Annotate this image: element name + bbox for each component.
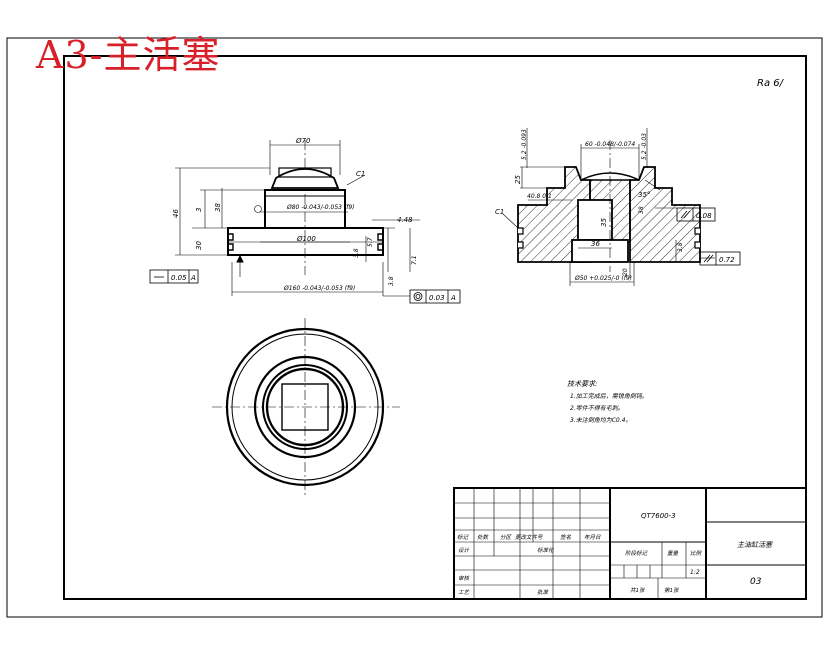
runout-value: 0.03 (429, 294, 445, 302)
front-gdt (149, 254, 461, 304)
sec-dim-angle: 35° (638, 191, 650, 199)
tb-weight: 重量 (667, 550, 679, 557)
tb-scale-value: 1:2 (690, 569, 700, 576)
tb-sheets-total: 共1张 (630, 587, 646, 594)
dim-v71: 7.1 (411, 255, 418, 265)
tb-mark: 标记 (457, 534, 469, 541)
dim-d80: Ø80 -0.043/-0.053 (f9) (286, 204, 355, 211)
runout-frame (409, 289, 461, 304)
tb-standardization: 标准化 (537, 547, 555, 554)
section-bottom-bore (571, 239, 629, 263)
top-inner-circle (265, 367, 345, 447)
notes-line-2: 2.零件不得有毛刺。 (570, 404, 624, 412)
dim-v38b: 3.8 (388, 276, 395, 286)
front-groove-left (228, 233, 234, 251)
sec-dim-c1: C1 (495, 208, 504, 216)
top-view (212, 318, 400, 496)
dim-d70: Ø70 (295, 137, 311, 145)
gdt-frame-1 (676, 207, 716, 222)
sec-dim-w35: 35 (600, 218, 608, 227)
top-outer-circle (225, 327, 385, 487)
tb-approve: 批准 (537, 589, 550, 596)
runout-datum: A (450, 294, 456, 302)
sheet-stamp: A3-主活塞 (36, 33, 221, 77)
tb-process: 工艺 (458, 589, 471, 596)
sec-dim-w36: 36 (591, 240, 600, 248)
tb-signature: 签名 (560, 534, 572, 541)
dim-c1-front: C1 (356, 170, 365, 178)
section-right-half (629, 166, 701, 263)
section-groove-left (518, 227, 524, 249)
dim-h46: 46 (172, 209, 180, 218)
sec-dim-v38: 3.8 (677, 242, 684, 252)
front-groove-right (377, 233, 383, 251)
tb-designer: 设计 (458, 547, 470, 554)
gdt2-value: 0.72 (719, 256, 735, 264)
datum-a-marker (254, 205, 262, 213)
tb-zone: 分区 (500, 534, 513, 541)
outer-sheet-border (6, 37, 823, 618)
top-hub-circle (262, 364, 348, 450)
dim-h38: 38 (214, 203, 222, 212)
top-mid-circle (253, 355, 357, 459)
tb-sheet-number: 03 (750, 577, 762, 587)
notes-title: 技术要求: (567, 380, 597, 388)
dim-h30: 30 (195, 241, 203, 250)
dim-v38a: 3.8 (353, 248, 360, 258)
tb-part-name: 主油缸活塞 (737, 541, 773, 549)
dim-w448: 4.48 (397, 216, 413, 224)
concentricity-icon (413, 292, 423, 301)
corner-roughness-symbol: Ra 6/ (757, 78, 785, 89)
tb-sheet-no: 第1张 (664, 587, 680, 594)
sec-dim-d60: 60 -0.048/-0.074 (585, 141, 635, 148)
section-view (517, 140, 701, 272)
cylindricity-icon-2 (703, 254, 714, 263)
tb-scale: 比例 (690, 550, 703, 557)
sec-dim-h25: 25 (514, 175, 522, 184)
tb-review: 审核 (458, 575, 471, 582)
title-block (453, 487, 807, 600)
front-view (227, 140, 384, 275)
top-outer-chamfer (231, 333, 379, 481)
dim-d160: Ø160 -0.043/-0.053 (f9) (283, 285, 355, 292)
flatness-value: 0.05 (171, 274, 187, 282)
tb-count: 处数 (477, 534, 490, 541)
dim-d100: Ø100 (296, 235, 316, 243)
top-square-bore (281, 383, 329, 431)
dim-h3: 3 (195, 208, 203, 212)
front-flange-160 (227, 227, 384, 256)
sec-dim-v20: 20 (622, 268, 629, 276)
cylindricity-icon-1 (680, 210, 691, 219)
gdt-frame-2 (699, 251, 741, 266)
notes-line-1: 1.加工完成后，需锐角倒钝。 (570, 392, 648, 400)
technical-notes: 技术要求: 1.加工完成后，需锐角倒钝。 2.零件不得有毛刺。 3.未注倒角均为… (567, 380, 648, 424)
sec-dim-t52b: 5.2 -0.03 (641, 133, 648, 160)
flatness-datum: A (190, 274, 196, 282)
flatness-frame (149, 269, 199, 284)
tb-change-doc: 更改文件号 (515, 534, 543, 541)
section-left-half (517, 166, 591, 263)
front-cap-band (278, 167, 332, 178)
tb-stage-mark: 阶段标记 (625, 550, 648, 557)
section-groove-right (694, 227, 700, 249)
notes-line-3: 3.未注倒角均为C0.4。 (570, 416, 631, 424)
inner-frame-border (63, 55, 807, 600)
section-gdt (676, 207, 741, 266)
front-top-cap (270, 168, 340, 189)
tb-date: 年月日 (584, 534, 601, 541)
sec-dim-t52: 5.2 -0.093 (521, 129, 528, 160)
dim-v57: 5.7 (367, 237, 374, 247)
sec-dim-d50: Ø50 +0.025/-0 (f9) (574, 275, 632, 282)
section-dimensions (502, 128, 715, 286)
title-block-frame (453, 487, 807, 600)
tb-drawing-code: QT7600-3 (641, 512, 676, 520)
sec-dim-h38: 38 (638, 206, 645, 214)
front-dimensions (175, 140, 420, 296)
sec-dim-d40: 40.8 0.1 (527, 193, 552, 200)
gdt1-value: 0.08 (696, 212, 712, 220)
